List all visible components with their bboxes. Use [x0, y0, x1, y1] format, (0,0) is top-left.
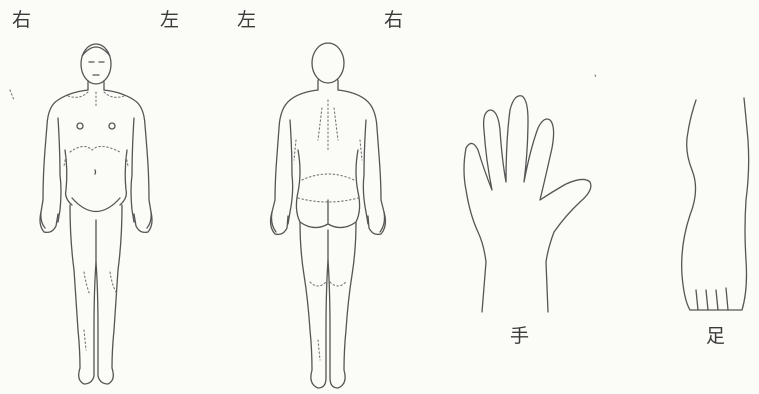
front-body-figure — [40, 44, 152, 384]
hand-figure — [464, 96, 591, 312]
back-body-figure — [271, 43, 386, 388]
foot-figure — [682, 98, 749, 310]
scan-specks — [10, 75, 596, 100]
